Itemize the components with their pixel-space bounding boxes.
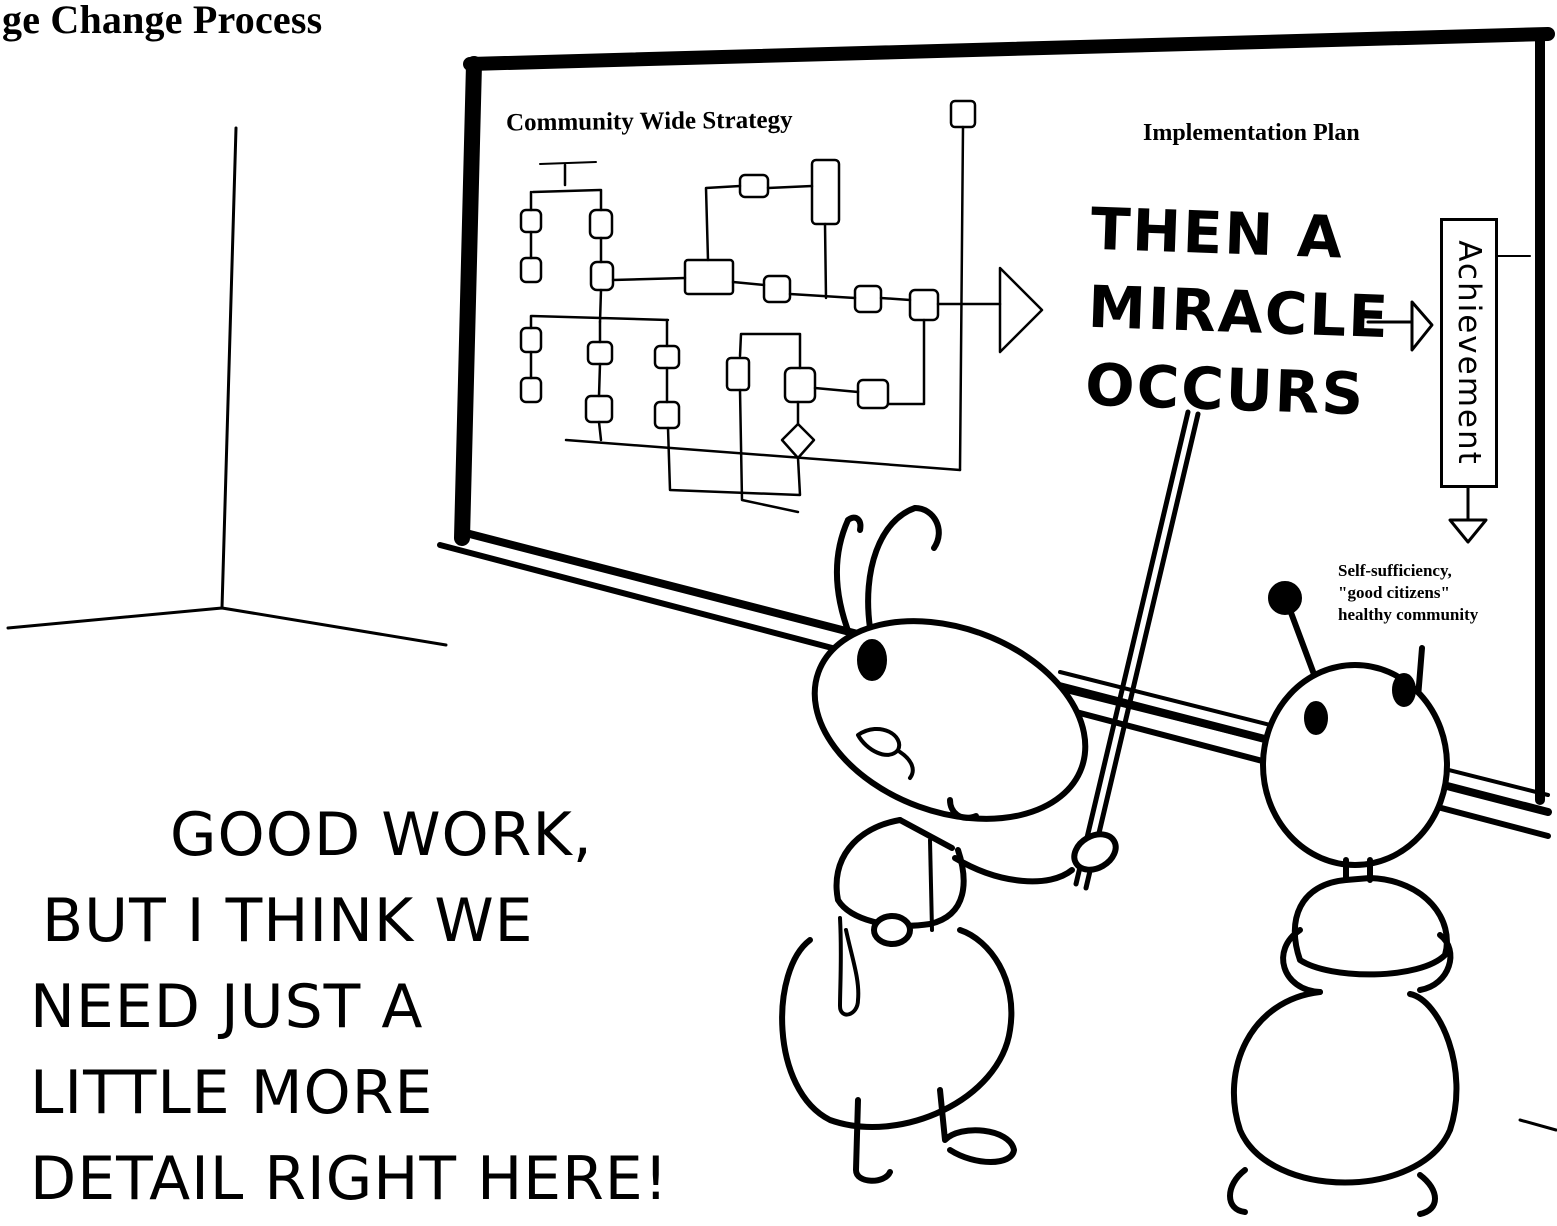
page-heading: ge Change Process <box>2 0 323 42</box>
whiteboard <box>437 27 1555 839</box>
achievement-box: Achievement <box>1440 218 1498 488</box>
miracle-text: THEN A MIRACLE OCCURS <box>1084 190 1394 434</box>
pointer-stick <box>1073 409 1201 891</box>
speech-line: GOOD WORK, <box>170 800 593 870</box>
outcome-line: healthy community <box>1338 605 1479 624</box>
outcome-text: Self-sufficiency, "good citizens" health… <box>1338 560 1478 626</box>
speech-line: BUT I THINK WE <box>42 886 534 956</box>
outcome-line: "good citizens" <box>1338 583 1450 602</box>
miracle-line: THEN A <box>1089 194 1346 272</box>
outcome-line: Self-sufficiency, <box>1338 561 1452 580</box>
presenter-ant <box>779 505 1119 1184</box>
miracle-line: OCCURS <box>1084 350 1367 429</box>
strategy-label: Community Wide Strategy <box>505 106 793 137</box>
miracle-line: MIRACLE <box>1086 272 1392 352</box>
listener-ant <box>1227 581 1557 1217</box>
speech-line: NEED JUST A <box>30 972 424 1042</box>
room-walls <box>6 126 448 647</box>
speech-line: DETAIL RIGHT HERE! <box>30 1144 669 1214</box>
implementation-arrows <box>1366 255 1531 544</box>
achievement-label: Achievement <box>1451 240 1487 466</box>
speech-text: GOOD WORK, BUT I THINK WE NEED JUST A LI… <box>30 792 669 1222</box>
strategy-flowchart <box>519 99 1044 514</box>
implementation-label: Implementation Plan <box>1143 120 1360 146</box>
speech-line: LITTLE MORE <box>30 1058 434 1128</box>
